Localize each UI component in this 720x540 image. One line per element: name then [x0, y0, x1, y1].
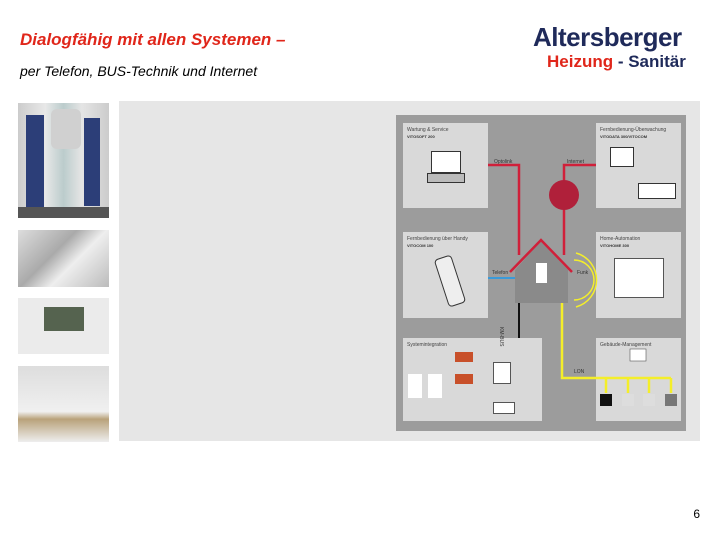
internet-line — [562, 163, 596, 255]
slide-subtitle: per Telefon, BUS-Technik und Internet — [20, 63, 258, 79]
logo-sanitaer: - Sanitär — [613, 52, 686, 71]
lon-label: LON — [574, 369, 585, 375]
boiler-icon — [428, 374, 442, 398]
boiler-icon — [408, 374, 422, 398]
logo-heizung: Heizung — [547, 52, 614, 71]
photo-kitchen — [18, 366, 109, 442]
logo-tagline: Heizung - Sanitär — [547, 52, 686, 72]
panel-product: VITOCOM 100 — [407, 243, 434, 248]
connection-lines — [488, 163, 677, 406]
panel-wartung: Wartung & Service VITOSOFT 200 — [403, 123, 488, 208]
photo-electronics — [18, 230, 109, 287]
laptop-icon — [431, 151, 461, 173]
panel-handy: Fernbedienung über Handy VITOCOM 100 — [403, 232, 488, 318]
page-number: 6 — [693, 507, 700, 521]
optolink-line — [488, 163, 521, 255]
globe-icon — [549, 180, 579, 210]
panel-product: VITOHOME 300 — [600, 243, 630, 248]
panel-title: Fernbedienung über Handy — [407, 236, 468, 242]
panel-title: Gebäude-Management — [600, 342, 652, 348]
panel-title: Systemintegration — [407, 342, 448, 348]
printer-icon — [638, 183, 676, 199]
logo-name: Altersberger — [533, 22, 682, 52]
panel-home-automation: Home-Automation VITOHOME 300 — [596, 232, 681, 318]
panel-title: Wartung & Service — [407, 127, 449, 133]
panel-product: VITOSOFT 200 — [407, 134, 435, 139]
telefon-label: Telefon — [492, 270, 509, 276]
optolink-label: Optolink — [494, 159, 513, 165]
panel-title: Home-Automation — [600, 236, 641, 242]
panel-systemintegration: Systemintegration — [403, 338, 542, 421]
km-bus-label: KM-BUS — [498, 327, 504, 347]
panel-fernbedienung-ueberwachung: Fernbedienung-Überwachung VITODATA 300/V… — [596, 123, 681, 208]
panel-title: Fernbedienung-Überwachung — [600, 127, 667, 133]
panel-product: VITODATA 300/VITOCOM — [600, 134, 648, 139]
lon-line — [560, 303, 671, 380]
photo-installers — [18, 103, 109, 218]
funk-label: Funk — [577, 270, 589, 276]
home-device-icon — [614, 258, 664, 298]
computer-icon — [610, 147, 634, 167]
internet-label: Internet — [567, 159, 584, 165]
system-diagram: Wartung & Service VITOSOFT 200 Fernbedie… — [396, 115, 686, 431]
photo-control-panel — [18, 298, 109, 354]
slide-title: Dialogfähig mit allen Systemen – — [20, 30, 286, 49]
